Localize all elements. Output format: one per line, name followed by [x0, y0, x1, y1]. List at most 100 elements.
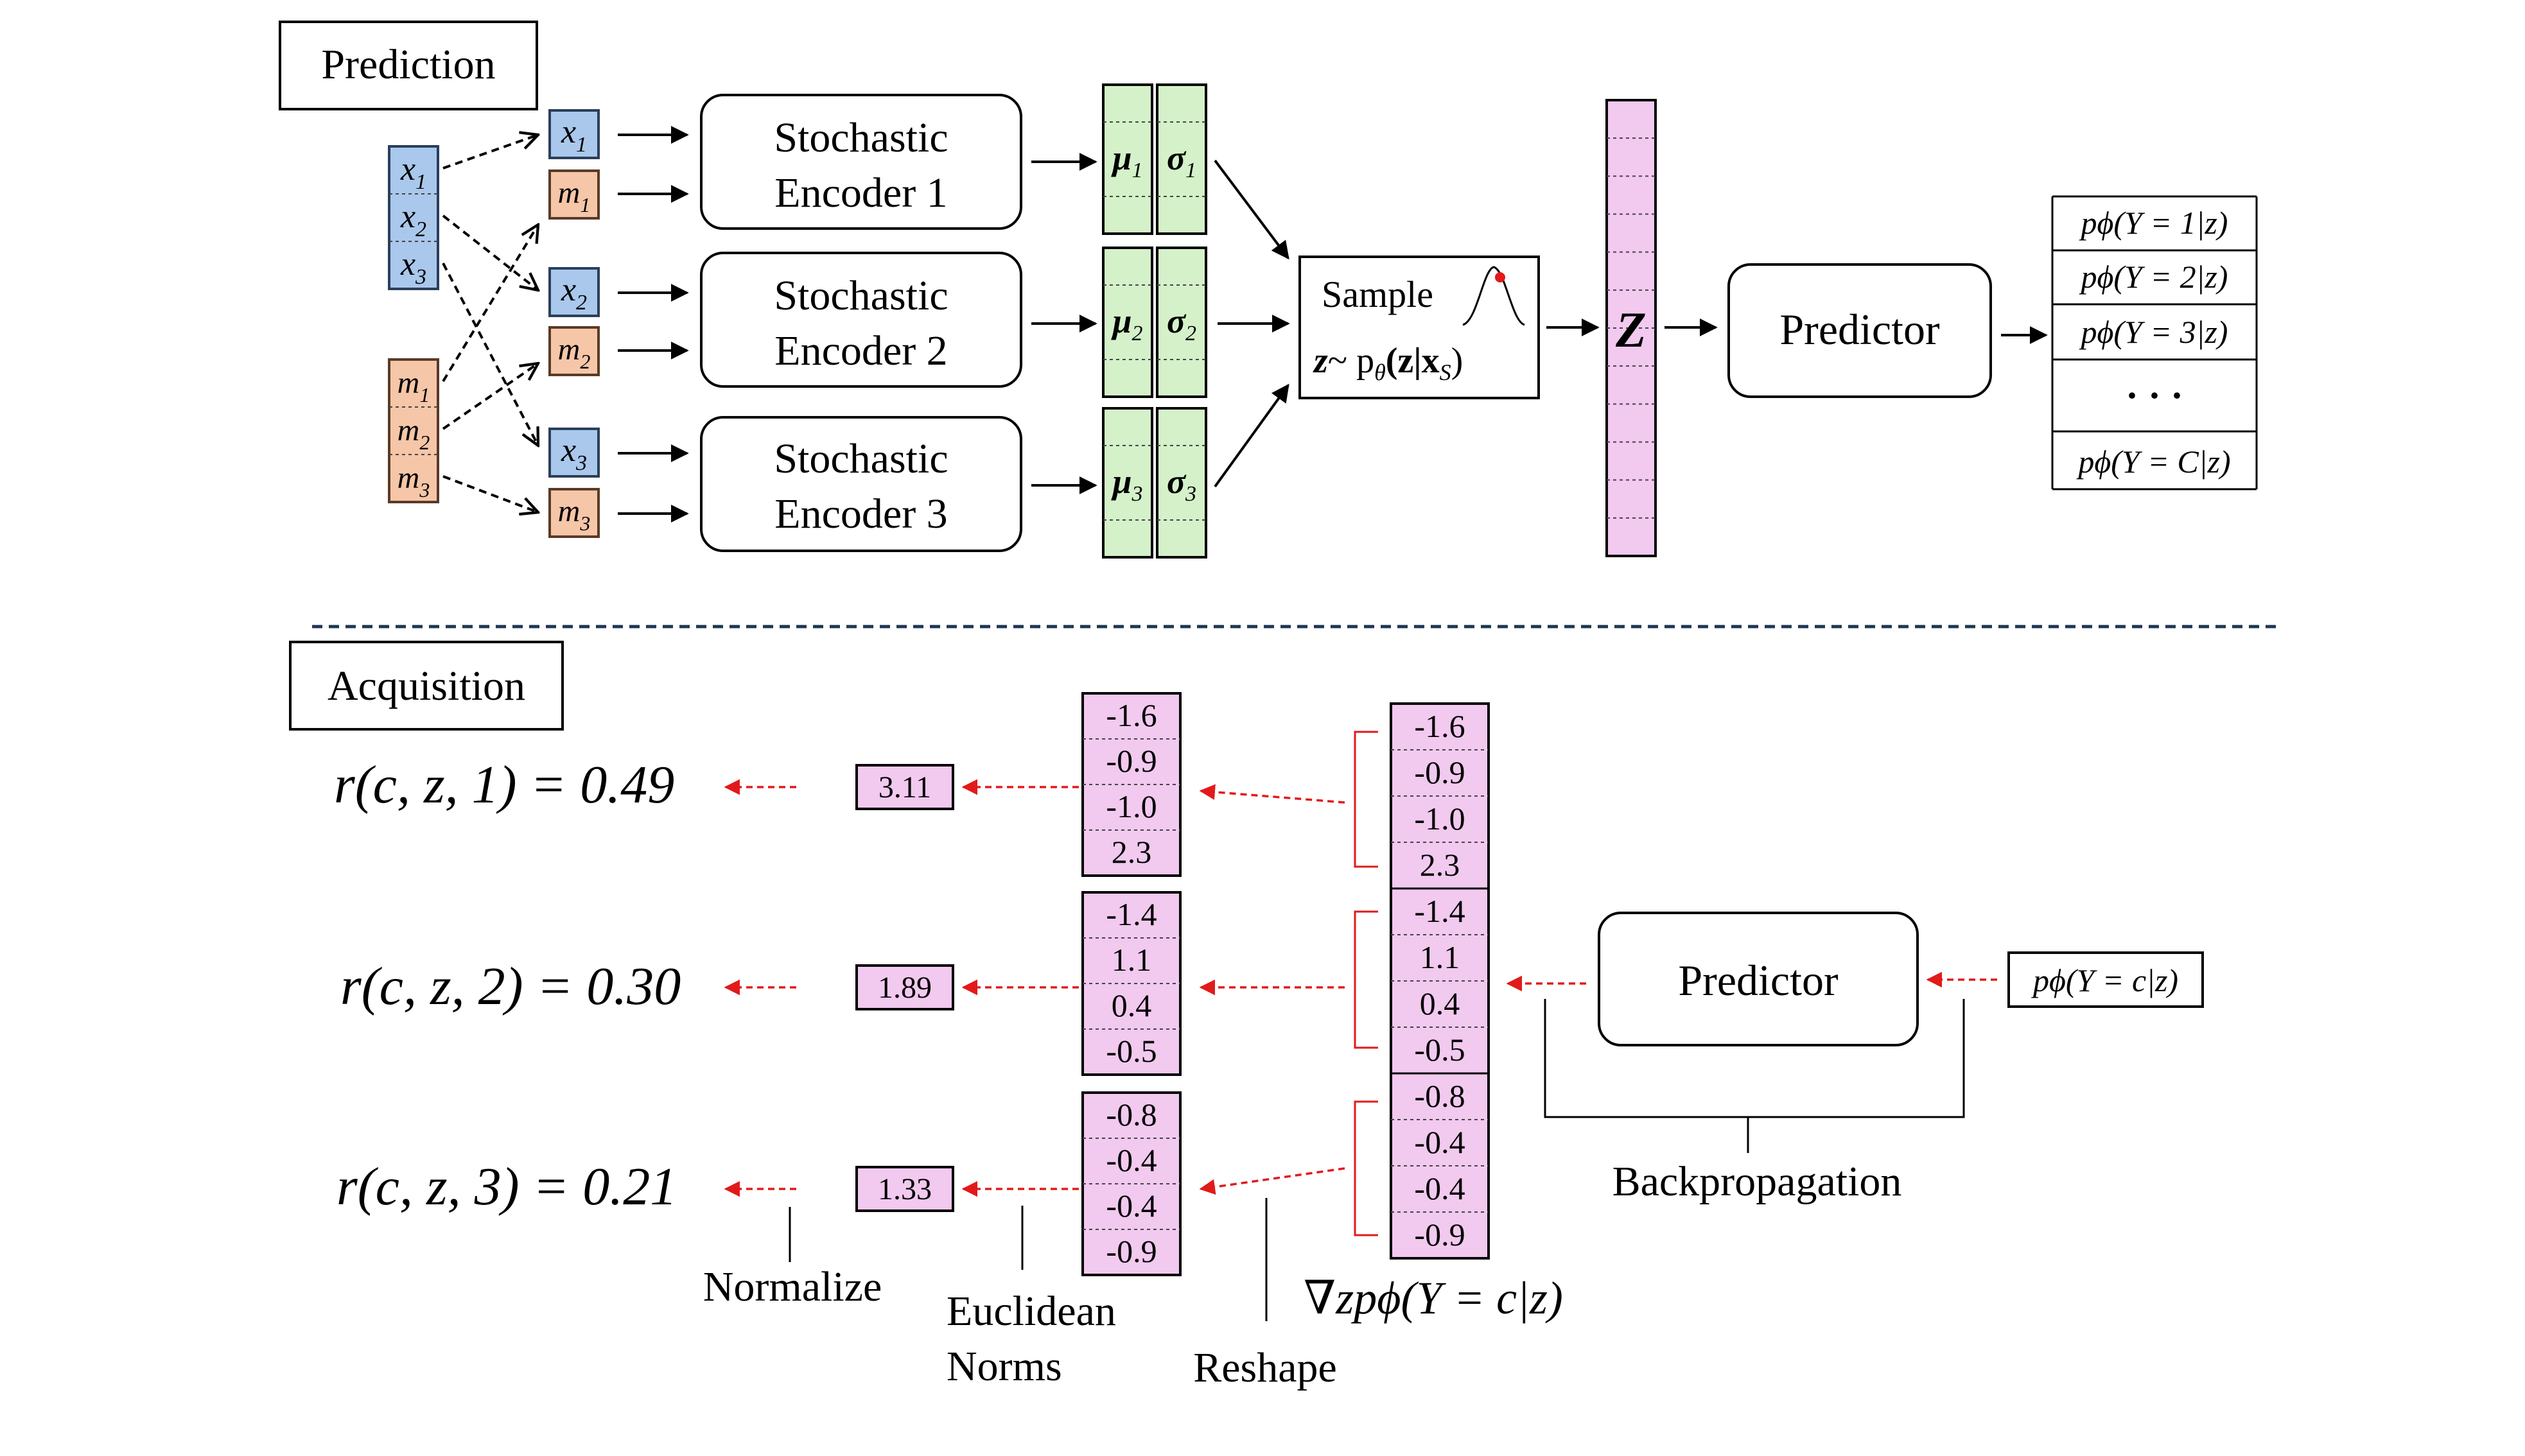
svg-text:m2: m2 — [558, 333, 591, 373]
acquisition-section: Acquisition r(c, z, 1) = 0.49 r(c, z, 2)… — [289, 641, 2204, 1391]
svg-text:μ2: μ2 — [1110, 302, 1142, 345]
routing-arrows — [442, 135, 538, 512]
vector-value: 1.1 — [1112, 942, 1152, 978]
encoder-input-arrows — [618, 126, 689, 523]
svg-text:Stochastic: Stochastic — [774, 114, 948, 161]
acquisition-title: Acquisition — [328, 663, 525, 709]
prediction-title: Prediction — [321, 41, 495, 88]
gradient-value: -0.9 — [1414, 1217, 1465, 1252]
predictor-box-top — [1727, 263, 1992, 398]
input-x3: x3 — [400, 246, 426, 289]
gradient-value: -1.0 — [1414, 801, 1465, 836]
svg-text:Predictor: Predictor — [1779, 305, 1940, 354]
stochastic-encoder-3 — [700, 416, 1022, 552]
svg-text:Z: Z — [1615, 302, 1647, 358]
svg-text:σ2: σ2 — [1167, 302, 1196, 345]
input-x1: x1 — [400, 151, 426, 194]
gradient-value: 1.1 — [1420, 939, 1460, 975]
vector-value: -0.9 — [1106, 1233, 1157, 1269]
input-m2: m2 — [398, 413, 430, 454]
acquisition-title-box — [289, 641, 564, 731]
input-m-column — [388, 358, 439, 503]
gradient-value: 0.4 — [1420, 985, 1460, 1021]
input-x-column — [388, 145, 439, 290]
output-c: pϕ(Y = C|z) — [2076, 444, 2230, 480]
gradient-value: -0.5 — [1414, 1032, 1465, 1068]
input-probability-box — [2007, 951, 2204, 1008]
gradient-value: -1.4 — [1414, 893, 1465, 929]
vector-value: 0.4 — [1112, 987, 1152, 1023]
gaussian-curve-icon — [1462, 266, 1525, 326]
gradient-value: -1.6 — [1414, 708, 1465, 744]
gradient-value: -0.4 — [1414, 1124, 1465, 1160]
reshaped-vector-2: -1.4 1.1 0.4 -0.5 — [1081, 891, 1182, 1076]
gradient-label: ∇zpϕ(Y = c|z) — [1304, 1272, 1563, 1324]
svg-text:Predictor: Predictor — [1678, 956, 1839, 1005]
gradient-value: 2.3 — [1420, 847, 1460, 883]
output-3: pϕ(Y = 3|z) — [2079, 314, 2228, 350]
svg-text:pϕ(Y = c|z): pϕ(Y = c|z) — [2031, 962, 2178, 998]
vector-value: -1.0 — [1106, 788, 1157, 824]
backprop-bracket — [1544, 999, 1965, 1118]
bracket-1 — [1354, 731, 1378, 868]
vector-value: -0.4 — [1106, 1188, 1157, 1224]
euclidean-label: Euclidean — [947, 1288, 1116, 1335]
reshaped-vectors: -1.6-0.9-1.02.3-1.41.10.4-0.5-0.8-0.4-0.… — [1081, 692, 1182, 1276]
svg-text:3.11: 3.11 — [878, 770, 931, 804]
norm-box-2 — [855, 964, 954, 1010]
input-m1: m1 — [398, 366, 430, 406]
sample-formula: z~ pθ(z|xS) — [1313, 341, 1463, 385]
svg-text:m1: m1 — [558, 176, 591, 216]
svg-text:x1: x1 — [561, 114, 587, 157]
output-ellipsis: · · · — [2126, 374, 2183, 417]
output-1: pϕ(Y = 1|z) — [2079, 205, 2228, 241]
result-3: r(c, z, 3) = 0.21 — [336, 1157, 677, 1217]
gradient-column: -1.6 -0.9 -1.0 2.3 -1.4 1.1 0.4 -0.5 -0.8 -0.4 -0.… — [1390, 702, 1490, 1260]
gradient-value: -0.4 — [1414, 1170, 1465, 1206]
box-x1 — [548, 109, 600, 159]
svg-text:Encoder 1: Encoder 1 — [774, 169, 947, 216]
svg-text:1.89: 1.89 — [878, 971, 932, 1005]
reshape-label: Reshape — [1193, 1344, 1337, 1391]
norms-label: Norms — [947, 1343, 1062, 1390]
backprop-label: Backpropagation — [1612, 1158, 1902, 1205]
box-x3 — [548, 428, 600, 478]
reshaped-vector-3: -0.8-0.4-0.4-0.9 — [1081, 1091, 1182, 1276]
vector-value: -0.5 — [1106, 1033, 1157, 1069]
box-m1 — [548, 169, 600, 220]
svg-text:m3: m3 — [558, 494, 591, 535]
gradient-value: -0.8 — [1414, 1078, 1465, 1114]
output-probabilities: pϕ(Y = 1|z) pϕ(Y = 2|z) pϕ(Y = 3|z) · · … — [2051, 195, 2258, 490]
box-x2 — [548, 267, 600, 317]
z-latent-column: Z — [1605, 99, 1657, 557]
bracket-3 — [1354, 1100, 1378, 1236]
sample-point-icon — [1495, 272, 1505, 282]
svg-text:μ3: μ3 — [1110, 462, 1142, 506]
norm-box-1 — [855, 764, 954, 810]
box-m2 — [548, 326, 600, 376]
svg-text:1.33: 1.33 — [878, 1172, 932, 1206]
normalize-label: Normalize — [703, 1263, 882, 1310]
output-2: pϕ(Y = 2|z) — [2079, 259, 2228, 295]
result-1: r(c, z, 1) = 0.49 — [334, 755, 674, 815]
vector-value: -1.6 — [1106, 697, 1157, 733]
svg-text:x3: x3 — [561, 432, 587, 475]
svg-text:Encoder 3: Encoder 3 — [774, 490, 947, 537]
vector-value: 2.3 — [1112, 834, 1152, 870]
input-m3: m3 — [398, 461, 430, 501]
sample-label: Sample — [1322, 273, 1433, 315]
svg-text:σ1: σ1 — [1167, 139, 1196, 182]
svg-text:μ1: μ1 — [1110, 139, 1142, 182]
svg-text:x2: x2 — [561, 272, 587, 315]
vector-value: -1.4 — [1106, 896, 1157, 932]
norm-box-3 — [855, 1166, 954, 1212]
prediction-section: Prediction x1 x2 x3 m1 m2 m3 x1 m1 x2 — [279, 21, 2258, 559]
mu-sigma-2: μ2 σ2 — [1102, 247, 1207, 398]
svg-text:Encoder 2: Encoder 2 — [774, 327, 947, 374]
vector-value: -0.9 — [1106, 743, 1157, 779]
gradient-value: -0.9 — [1414, 754, 1465, 790]
svg-text:Stochastic: Stochastic — [774, 435, 948, 482]
reshaped-vector-1: -1.6 -0.9 -1.0 2.3 — [1081, 692, 1182, 877]
